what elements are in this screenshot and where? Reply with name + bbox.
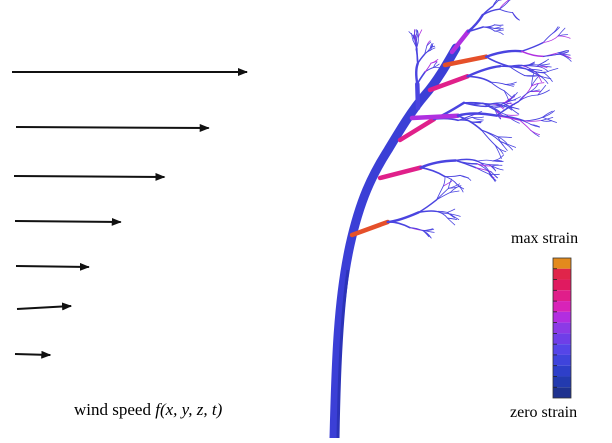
strain-colorbar <box>553 258 571 398</box>
branch <box>541 121 551 122</box>
limb <box>412 116 458 118</box>
branch <box>482 130 500 141</box>
branch <box>421 168 445 177</box>
branch <box>449 179 452 188</box>
branch <box>499 0 509 9</box>
branch <box>472 117 483 118</box>
wind-arrow <box>16 127 209 128</box>
tree <box>334 0 571 438</box>
branch <box>468 76 491 82</box>
colorbar-segment <box>553 387 571 398</box>
branch <box>495 30 504 31</box>
branch <box>409 32 414 37</box>
branch <box>493 155 504 161</box>
branch <box>493 160 502 161</box>
colorbar-segment <box>553 344 571 355</box>
wind-arrow <box>17 306 71 309</box>
branch <box>425 63 431 72</box>
wind-arrow <box>15 221 121 222</box>
limb <box>380 168 421 178</box>
branch <box>504 91 512 98</box>
branch <box>418 54 425 64</box>
branch <box>495 145 501 159</box>
colorbar-segment <box>553 290 571 301</box>
colorbar-segment <box>553 269 571 280</box>
branch <box>477 160 493 161</box>
wind-function-text: f(x, y, z, t) <box>155 400 222 419</box>
branch <box>544 68 558 73</box>
wind-arrow <box>15 354 50 355</box>
branch <box>448 209 455 212</box>
branch <box>486 57 509 67</box>
branch <box>388 212 419 222</box>
branch <box>506 85 514 87</box>
colorbar-segment <box>553 323 571 334</box>
branch <box>443 176 445 186</box>
zero-strain-label: zero strain <box>510 404 577 422</box>
wind-arrows <box>12 72 247 355</box>
branch <box>418 30 422 38</box>
branch <box>417 48 418 63</box>
wind-arrow <box>16 266 89 267</box>
branch <box>543 111 555 118</box>
branch <box>492 165 502 166</box>
branch <box>468 66 501 76</box>
branch <box>444 175 460 176</box>
branch <box>522 51 544 56</box>
branch <box>421 161 456 168</box>
branch <box>513 13 520 21</box>
branch <box>460 175 468 178</box>
limb <box>417 84 418 108</box>
wind-arrow <box>14 176 164 177</box>
branch <box>416 64 417 84</box>
max-strain-label: max strain <box>511 230 578 248</box>
branch <box>417 72 425 84</box>
branch <box>458 114 497 116</box>
branch <box>553 27 559 33</box>
colorbar-segment <box>553 258 571 269</box>
branch <box>558 36 570 38</box>
wind-speed-text: wind speed <box>74 400 151 419</box>
branch <box>419 211 437 212</box>
branch <box>495 31 504 34</box>
colorbar-segment <box>553 355 571 366</box>
colorbar-segment <box>553 366 571 377</box>
branch <box>543 36 558 43</box>
trunk <box>334 48 456 438</box>
branch <box>494 107 501 108</box>
branch <box>522 43 544 52</box>
branch <box>541 117 552 120</box>
branch <box>499 9 512 12</box>
colorbar-segment <box>553 376 571 387</box>
colorbar-segment <box>553 301 571 312</box>
colorbar-segment <box>553 312 571 323</box>
colorbar-segment <box>553 280 571 291</box>
branch <box>498 137 512 138</box>
colorbar-segment <box>553 333 571 344</box>
wind-speed-label: wind speed f(x, y, z, t) <box>74 400 222 420</box>
branch <box>486 51 521 57</box>
